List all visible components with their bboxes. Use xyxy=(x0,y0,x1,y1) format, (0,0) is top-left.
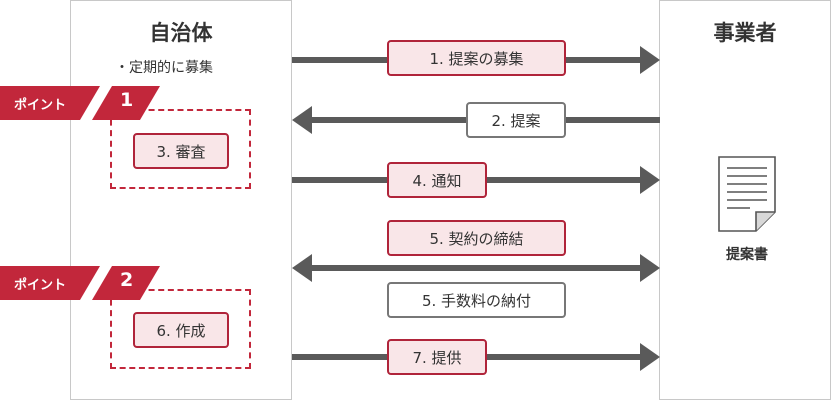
point-badge-1 xyxy=(0,86,160,120)
point-label-2: ポイント xyxy=(14,278,67,293)
point-2-region xyxy=(110,289,251,369)
document-icon xyxy=(718,156,776,232)
point-badge-2 xyxy=(0,266,160,300)
point-number-1: 1 xyxy=(120,89,134,111)
right-actor-panel: 事業者 xyxy=(659,0,831,400)
left-actor-title: 自治体 xyxy=(149,21,213,45)
point-number-2: 2 xyxy=(120,269,134,291)
document-label: 提案書 xyxy=(726,247,768,263)
left-actor-note: ・定期的に募集 xyxy=(115,60,213,76)
step-notify: 4. 通知 xyxy=(387,162,487,198)
arrow-contract xyxy=(292,254,660,282)
right-actor-title: 事業者 xyxy=(713,21,777,45)
step-fee: 5. 手数料の納付 xyxy=(387,282,566,318)
point-label-1: ポイント xyxy=(14,98,67,113)
step-provide: 7. 提供 xyxy=(387,339,487,375)
step-contract: 5. 契約の締結 xyxy=(387,220,566,256)
step-recruit: 1. 提案の募集 xyxy=(387,40,566,76)
step-create: 6. 作成 xyxy=(133,312,229,348)
step-proposal: 2. 提案 xyxy=(466,102,566,138)
step-review: 3. 審査 xyxy=(133,133,229,169)
point-1-region xyxy=(110,109,251,189)
